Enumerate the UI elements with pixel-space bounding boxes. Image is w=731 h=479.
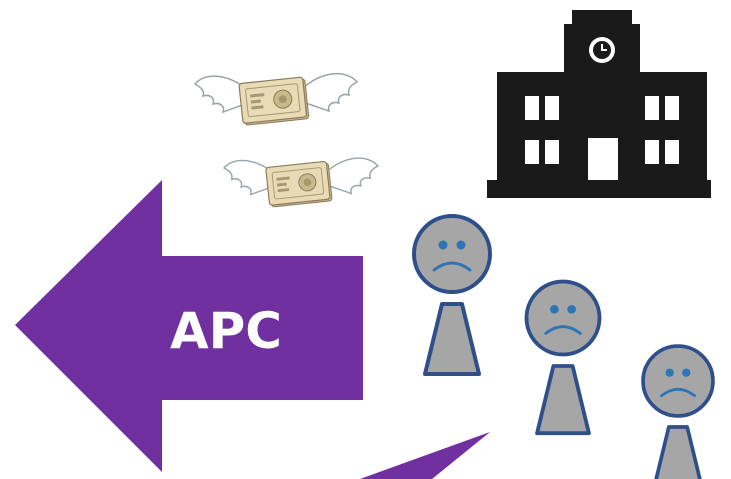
sad-person-icon: [643, 346, 713, 479]
apc-label: APC: [170, 302, 282, 360]
university-building-icon: [487, 10, 711, 198]
sad-person-icon: [527, 282, 600, 434]
flying-money-icon: [195, 74, 357, 126]
sad-person-icon: [414, 216, 490, 374]
apc-arrow: APC: [15, 180, 363, 472]
small-arrow: [360, 432, 490, 479]
flying-money-icon: [224, 158, 378, 207]
